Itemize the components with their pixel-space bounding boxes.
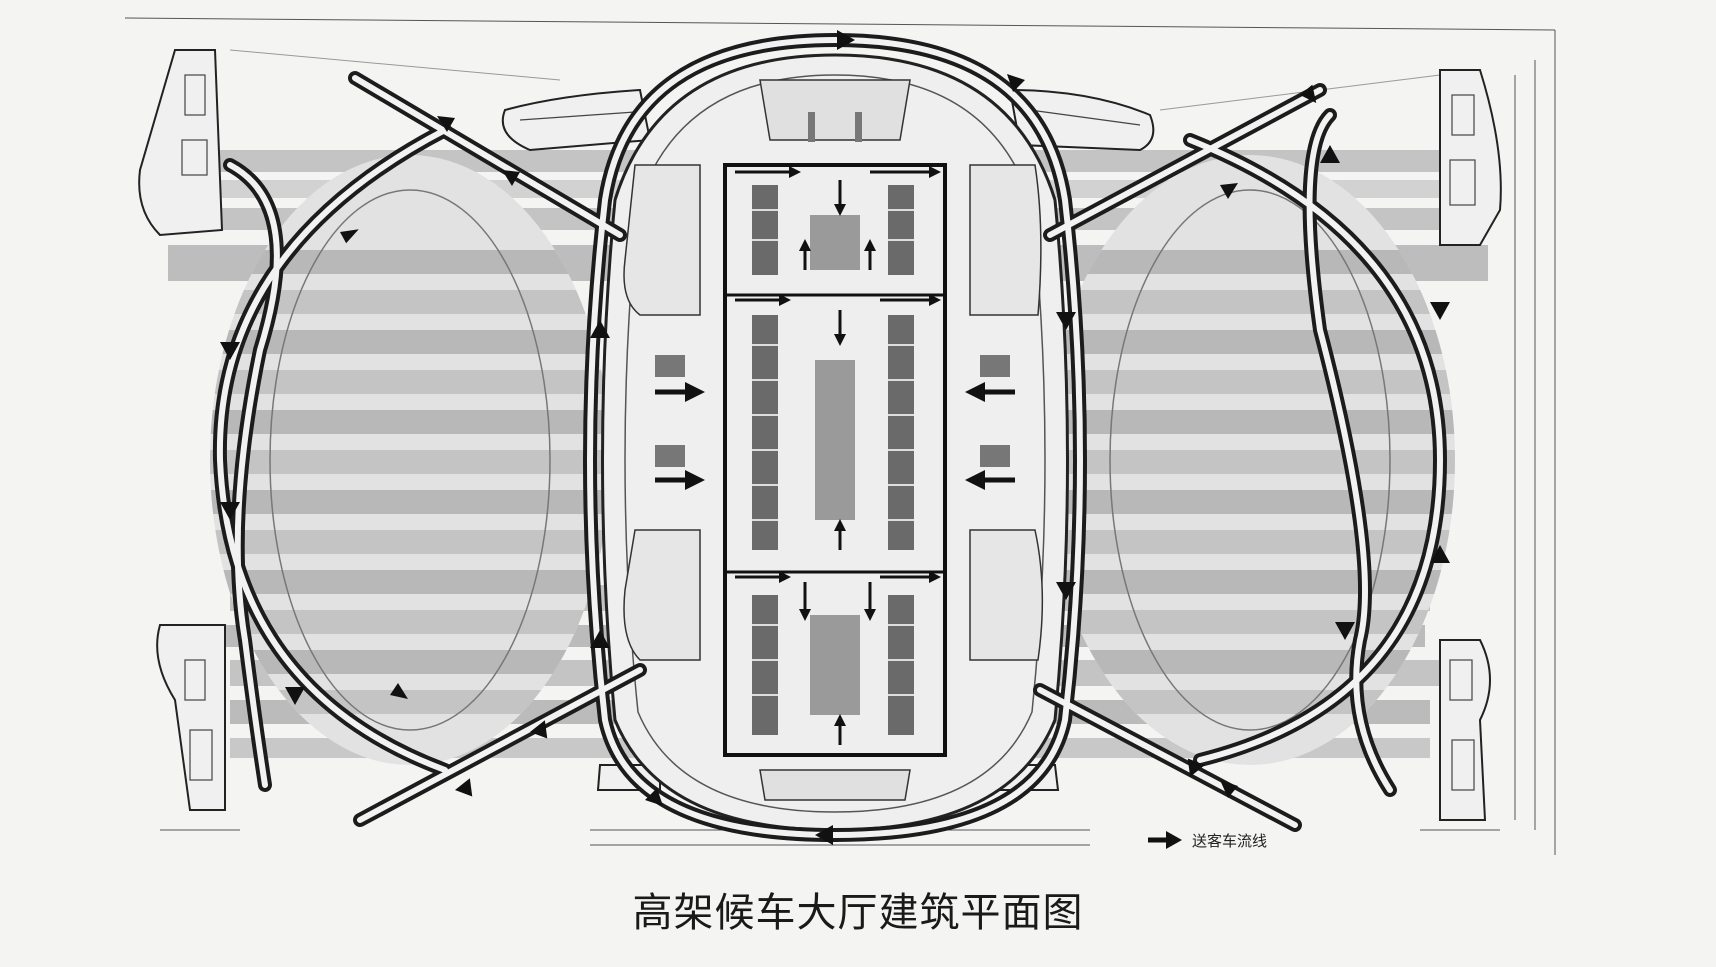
flow-direction-arrows	[220, 30, 1450, 845]
entrance-gates	[655, 112, 1010, 467]
drop-off-traffic-flow	[212, 32, 1448, 843]
right-platform-area	[1045, 155, 1455, 765]
entrance-arrows	[655, 382, 1015, 490]
arrow-right-icon	[1148, 831, 1182, 849]
waiting-hall	[723, 163, 947, 757]
legend-label: 送客车流线	[1192, 832, 1267, 850]
corner-building-details	[181, 74, 1476, 791]
figure-caption: 高架候车大厅建筑平面图	[632, 890, 1084, 936]
legend: 送客车流线	[1148, 831, 1267, 850]
